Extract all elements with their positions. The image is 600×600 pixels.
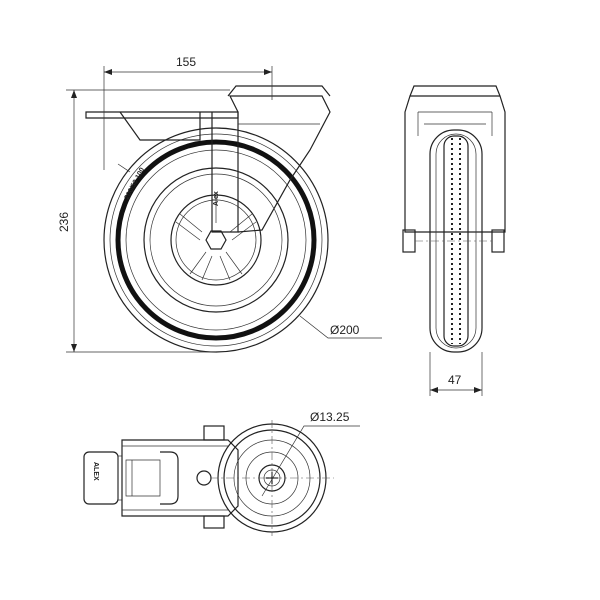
- dimension-mount-width: 155: [103, 55, 273, 170]
- wheel-logo: Alex: [213, 191, 220, 206]
- svg-text:Ø200: Ø200: [330, 323, 360, 337]
- top-view: ALEX Ø13.25: [83, 410, 360, 536]
- svg-text:236: 236: [57, 212, 71, 232]
- dimension-overall-height: 236: [57, 89, 230, 353]
- svg-text:47: 47: [448, 373, 462, 387]
- side-view: 47: [402, 85, 506, 396]
- front-view: 200/50 100 Alex 155 236 Ø200: [57, 55, 382, 353]
- svg-text:155: 155: [176, 55, 196, 69]
- bracket-front: [85, 85, 331, 233]
- axle-nut: [205, 230, 227, 250]
- wheel-front: [103, 127, 329, 353]
- dimension-bore-diameter: Ø13.25: [261, 410, 360, 497]
- dimension-wheel-width: 47: [429, 352, 483, 396]
- svg-text:Ø13.25: Ø13.25: [310, 410, 350, 424]
- lock-logo: ALEX: [92, 462, 99, 481]
- dimension-wheel-diameter: Ø200: [117, 163, 382, 339]
